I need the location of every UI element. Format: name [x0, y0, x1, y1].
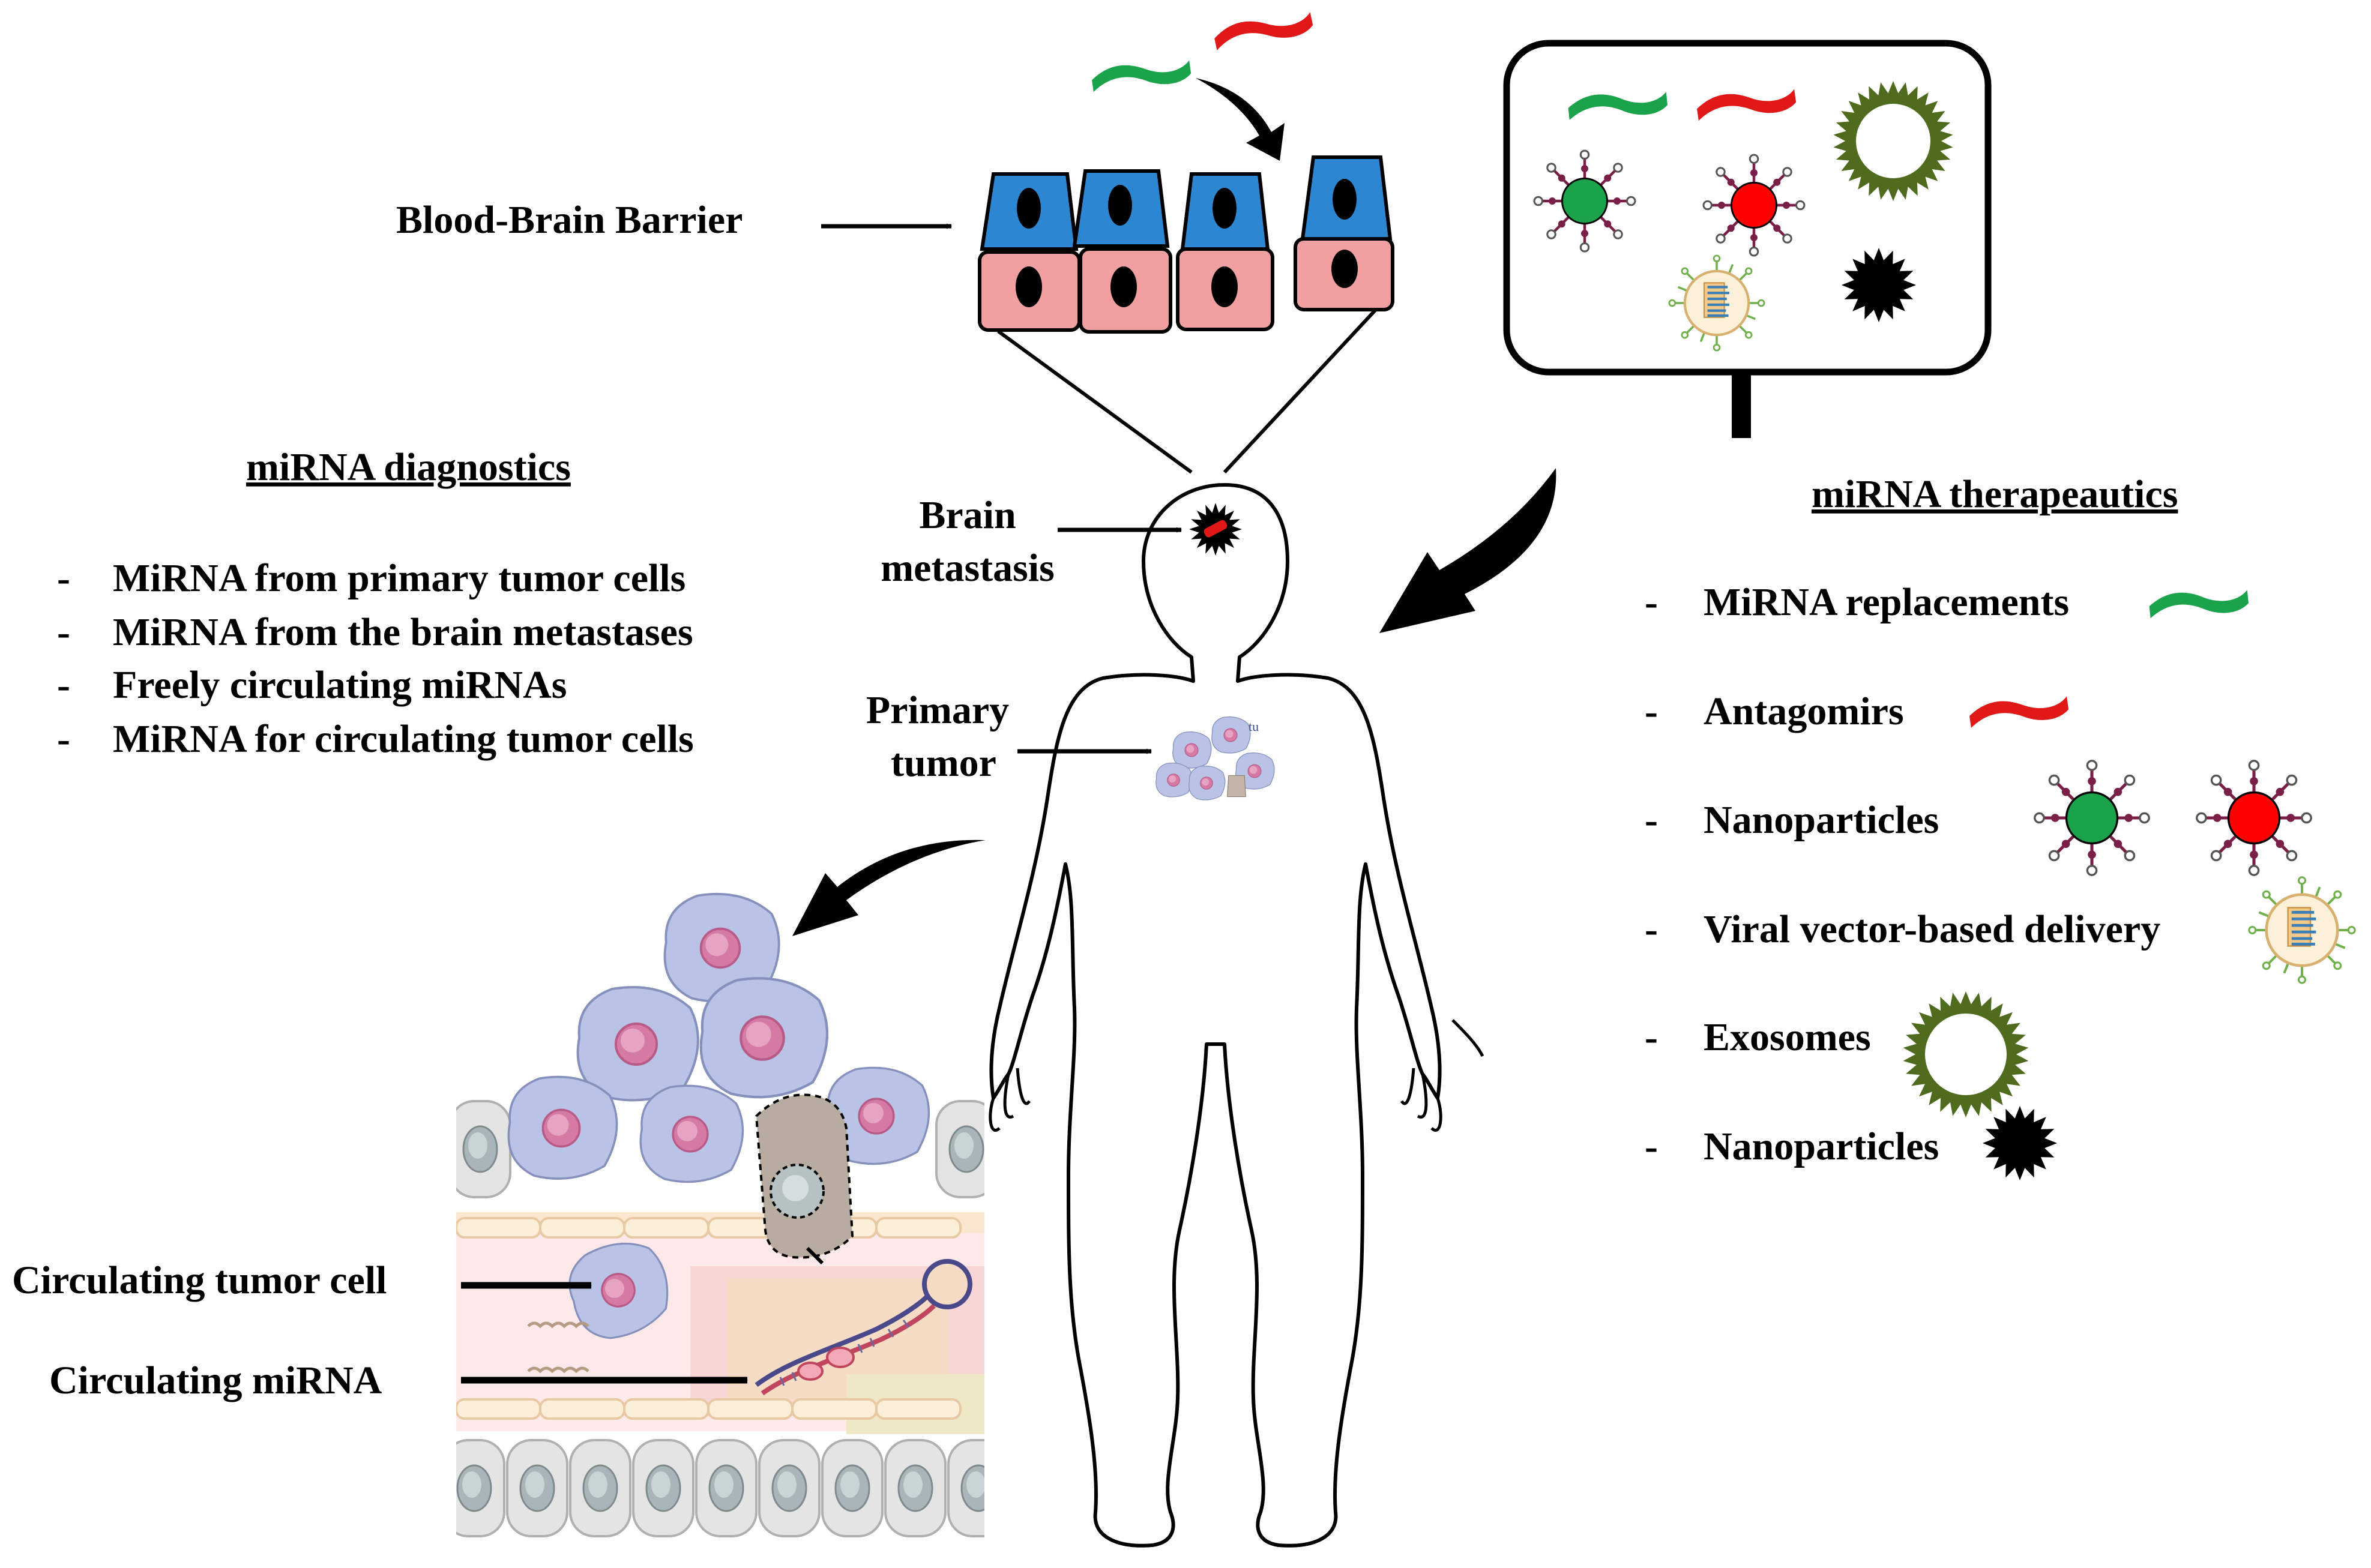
list-antagomir-red-icon — [1968, 691, 2070, 731]
diagnostics-item: MiRNA from primary tumor cells — [113, 556, 685, 600]
bbb-cell-stack — [978, 155, 1394, 334]
box-nanoparticle-red-icon — [1704, 155, 1804, 256]
bbb-zoom-line-left — [997, 329, 1193, 474]
list-exosome-icon — [1903, 991, 2029, 1117]
diagnostics-bullet: - — [57, 717, 70, 761]
diagnostics-item: MiRNA for circulating tumor cells — [113, 717, 694, 761]
box-exosome-icon — [1833, 81, 1953, 201]
therapeutics-bullet: - — [1645, 1125, 1658, 1168]
list-nanoparticle-green-icon — [2035, 761, 2149, 875]
brain-metastasis-label-line2: metastasis — [881, 546, 1055, 590]
therapeutics-item: Viral vector-based delivery — [1704, 907, 2160, 951]
tissue-inset — [456, 892, 984, 1537]
therapeutics-bullet: - — [1645, 798, 1658, 842]
box-black-nanoparticle-icon — [1842, 248, 1916, 322]
therapeutics-heading: miRNA therapeautics — [1812, 472, 2178, 516]
therapeutics-item: MiRNA replacements — [1704, 580, 2069, 624]
curved-arrow-icon — [1196, 78, 1285, 161]
primary-tumor-label-line1: Primary — [866, 688, 1009, 732]
antagomir-red-icon — [1212, 7, 1315, 53]
therapeutics-bullet: - — [1645, 580, 1658, 624]
therapeutics-bullet: - — [1645, 1015, 1658, 1059]
therapeutics-item: Exosomes — [1704, 1015, 1871, 1059]
brain-metastasis-mirna-icon — [1204, 520, 1228, 538]
tumor-cell-tag: tu — [1249, 719, 1259, 734]
primary-tumor-label-line2: tumor — [891, 741, 996, 785]
therapeutics-item: Nanoparticles — [1704, 1125, 1939, 1168]
circulating-tumor-cell-label: Circulating tumor cell — [12, 1258, 387, 1302]
circulating-mirna-label: Circulating miRNA — [49, 1359, 382, 1402]
therapeutics-arrow — [1379, 468, 1556, 633]
diagnostics-bullet: - — [57, 556, 70, 600]
bbb-label: Blood-Brain Barrier — [396, 198, 743, 242]
left-hand-fingers — [989, 1068, 1031, 1132]
list-mirna-green-icon — [2148, 585, 2250, 621]
therapeutics-list: - MiRNA replacements - Antagomirs - Nano… — [1645, 580, 2160, 1168]
list-black-nanoparticle-icon — [1983, 1106, 2057, 1180]
therapeutics-item: Antagomirs — [1704, 689, 1904, 733]
brain-metastasis-label-line1: Brain — [919, 493, 1016, 537]
mirna-green-icon — [1090, 56, 1192, 95]
therapeutics-item: Nanoparticles — [1704, 798, 1939, 842]
diagnostics-item: MiRNA from the brain metastases — [113, 610, 693, 654]
right-hand-fingers — [1400, 1019, 1484, 1132]
diagnostics-item: Freely circulating miRNAs — [113, 663, 567, 707]
primary-tumor-icon: tu — [1155, 716, 1275, 801]
inset-arrow — [792, 840, 986, 936]
diagnostics-bullet: - — [57, 610, 70, 654]
diagnostics-bullet: - — [57, 663, 70, 707]
box-viral-vector-icon — [1669, 256, 1764, 350]
diagnostics-heading: miRNA diagnostics — [246, 445, 571, 489]
diagnostics-list: - MiRNA from primary tumor cells - MiRNA… — [57, 556, 694, 761]
bbb-zoom-line-right — [1223, 308, 1378, 474]
list-nanoparticle-red-icon — [2197, 761, 2311, 875]
list-viral-vector-icon — [2249, 877, 2355, 983]
body-outline — [989, 483, 1442, 1548]
therapeutics-bullet: - — [1645, 907, 1658, 951]
box-nanoparticle-green-icon — [1534, 151, 1635, 251]
therapeutics-bullet: - — [1645, 689, 1658, 733]
